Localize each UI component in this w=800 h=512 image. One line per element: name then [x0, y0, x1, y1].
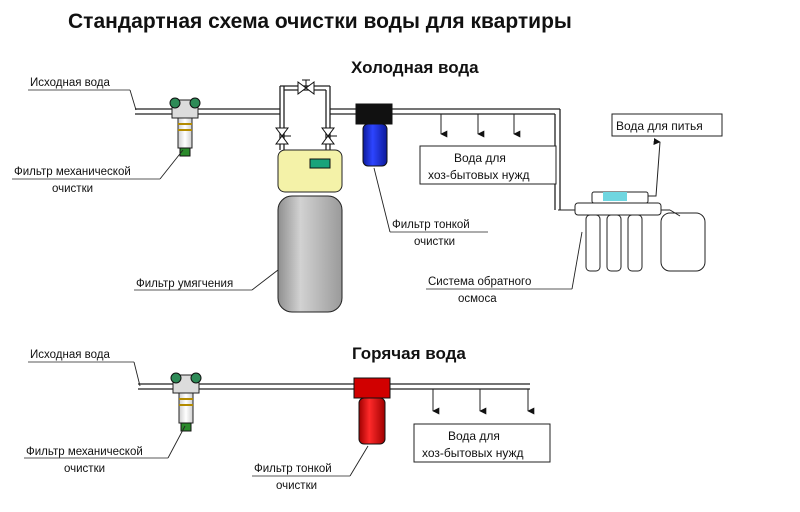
cold-fine-filter-label-2: очистки	[414, 236, 455, 248]
hot-water-heading: Горячая вода	[352, 344, 466, 363]
cold-mech-filter-label-2: очистки	[52, 183, 93, 195]
hot-household-box	[413, 423, 551, 463]
hot-water-section: Горячая вода Исходная вода Фильтр механи…	[24, 344, 551, 492]
softener-display	[309, 158, 331, 169]
hot-household-label-2: хоз-бытовых нужд	[422, 446, 524, 460]
hot-mech-filter-label-1: Фильтр механической	[26, 446, 143, 458]
pressure-gauge-icon	[189, 97, 201, 109]
cold-mech-filter-label-1: Фильтр механической	[14, 166, 131, 178]
bypass-valve-icon	[297, 79, 315, 95]
pressure-gauge-icon	[190, 372, 202, 384]
softener-inlet-valve-icon	[275, 127, 291, 145]
hot-household-label-1: Вода для	[448, 429, 500, 443]
water-softener	[277, 149, 343, 313]
hot-fine-filter	[353, 377, 391, 445]
pressure-gauge-icon	[170, 372, 182, 384]
hot-mechanical-filter	[170, 372, 202, 432]
hot-mech-filter-label-2: очистки	[64, 463, 105, 475]
hot-fine-filter-label-1: Фильтр тонкой	[254, 463, 332, 475]
hot-fine-filter-label-2: очистки	[276, 480, 317, 492]
drinking-water-label: Вода для питья	[616, 119, 703, 133]
cold-household-label-2: хоз-бытовых нужд	[428, 168, 530, 182]
cold-source-label: Исходная вода	[30, 77, 110, 89]
cold-household-taps	[440, 114, 521, 138]
cold-fine-filter	[355, 103, 393, 167]
softener-outlet-valve-icon	[321, 127, 337, 145]
cold-water-heading: Холодная вода	[351, 58, 479, 77]
diagram-title: Стандартная схема очистки воды для кварт…	[68, 10, 572, 33]
ro-label-2: осмоса	[458, 293, 497, 305]
cold-mechanical-filter	[169, 97, 201, 157]
drinking-water-box	[611, 113, 723, 137]
cold-household-label-1: Вода для	[454, 151, 506, 165]
cold-inlet-pipe	[135, 86, 285, 150]
cold-household-box	[419, 145, 557, 185]
cold-fine-filter-label-1: Фильтр тонкой	[392, 219, 470, 231]
softener-label: Фильтр умягчения	[136, 278, 233, 290]
ro-membrane	[603, 192, 627, 201]
bypass-loop	[280, 79, 331, 150]
cold-water-section: Холодная вода Исходная вода	[12, 58, 723, 313]
hot-household-taps	[432, 389, 535, 415]
ro-label-1: Система обратного	[428, 276, 531, 288]
reverse-osmosis-system	[558, 138, 706, 272]
pressure-gauge-icon	[169, 97, 181, 109]
hot-source-label: Исходная вода	[30, 349, 110, 361]
hot-main-pipe	[138, 383, 530, 390]
